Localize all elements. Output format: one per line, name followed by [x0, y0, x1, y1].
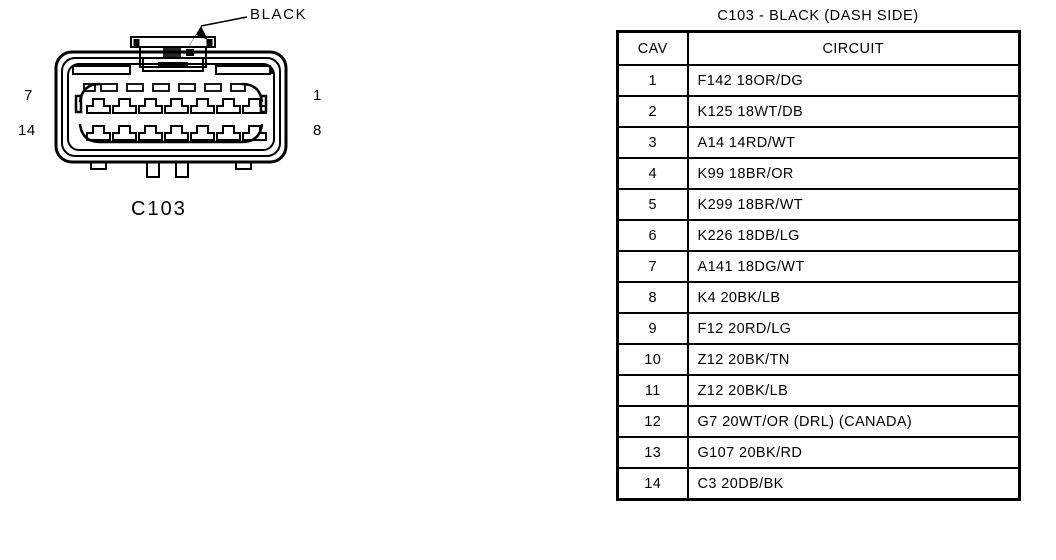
- cav-cell: 10: [616, 343, 689, 376]
- cavity-14: [86, 125, 111, 141]
- cav-cell: 12: [616, 405, 689, 438]
- cavity-5: [138, 98, 163, 114]
- cav-cell: 5: [616, 188, 689, 221]
- connector-latch: [130, 36, 216, 72]
- connector-illustration-panel: BLACK 7 14 1 8 C103: [18, 6, 322, 220]
- cavity-8: [242, 125, 267, 141]
- circuit-cell: K125 18WT/DB: [686, 95, 1021, 128]
- pin-label-bottom-left: 14: [18, 122, 36, 139]
- connector-drawing: [54, 16, 288, 178]
- cav-cell: 11: [616, 374, 689, 407]
- black-callout-label: BLACK: [250, 6, 308, 23]
- cav-cell: 1: [616, 64, 689, 97]
- cav-cell: 4: [616, 157, 689, 190]
- circuit-cell: K4 20BK/LB: [686, 281, 1021, 314]
- connector-body-outline: [54, 50, 288, 164]
- circuit-cell: Z12 20BK/TN: [686, 343, 1021, 376]
- connector-upper-rails: [72, 63, 273, 75]
- circuit-cell: F12 20RD/LG: [686, 312, 1021, 345]
- connector-vent-slots: [83, 83, 246, 92]
- cav-cell: 2: [616, 95, 689, 128]
- circuit-cell: A141 18DG/WT: [686, 250, 1021, 283]
- table-header-row: CAV CIRCUIT: [616, 30, 1021, 66]
- column-header-cav: CAV: [616, 30, 689, 66]
- cav-cell: 14: [616, 467, 689, 501]
- pin-label-top-right: 1: [313, 87, 322, 104]
- cav-cell: 6: [616, 219, 689, 252]
- column-header-circuit: CIRCUIT: [686, 30, 1021, 66]
- circuit-cell: G107 20BK/RD: [686, 436, 1021, 469]
- table-title: C103 - BLACK (DASH SIDE): [717, 8, 919, 24]
- cav-cell: 9: [616, 312, 689, 345]
- cavity-openings: [86, 98, 267, 141]
- cavity-3: [190, 98, 215, 114]
- circuit-cell: K226 18DB/LG: [686, 219, 1021, 252]
- circuit-cell: G7 20WT/OR (DRL) (CANADA): [686, 405, 1021, 438]
- cavity-10: [190, 125, 215, 141]
- cavity-12: [138, 125, 163, 141]
- circuit-cell: Z12 20BK/LB: [686, 374, 1021, 407]
- black-callout-pointer: [178, 16, 248, 64]
- cavity-2: [216, 98, 241, 114]
- connector-mount-tabs: [90, 161, 252, 178]
- cavity-9: [216, 125, 241, 141]
- cavity-11: [164, 125, 189, 141]
- cavity-13: [112, 125, 137, 141]
- cavity-4: [164, 98, 189, 114]
- connector-caption: C103: [131, 198, 187, 220]
- cavity-1: [242, 98, 267, 114]
- cav-cell: 3: [616, 126, 689, 159]
- cavity-7: [86, 98, 111, 114]
- cav-cell: 13: [616, 436, 689, 469]
- pin-label-top-left: 7: [24, 87, 33, 104]
- pin-label-bottom-right: 8: [313, 122, 322, 139]
- circuit-cell: A14 14RD/WT: [686, 126, 1021, 159]
- circuit-cell: K299 18BR/WT: [686, 188, 1021, 221]
- circuit-cell: F142 18OR/DG: [686, 64, 1021, 97]
- circuit-cell: K99 18BR/OR: [686, 157, 1021, 190]
- cavity-6: [112, 98, 137, 114]
- cav-cell: 7: [616, 250, 689, 283]
- cav-cell: 8: [616, 281, 689, 314]
- circuit-cell: C3 20DB/BK: [686, 467, 1021, 501]
